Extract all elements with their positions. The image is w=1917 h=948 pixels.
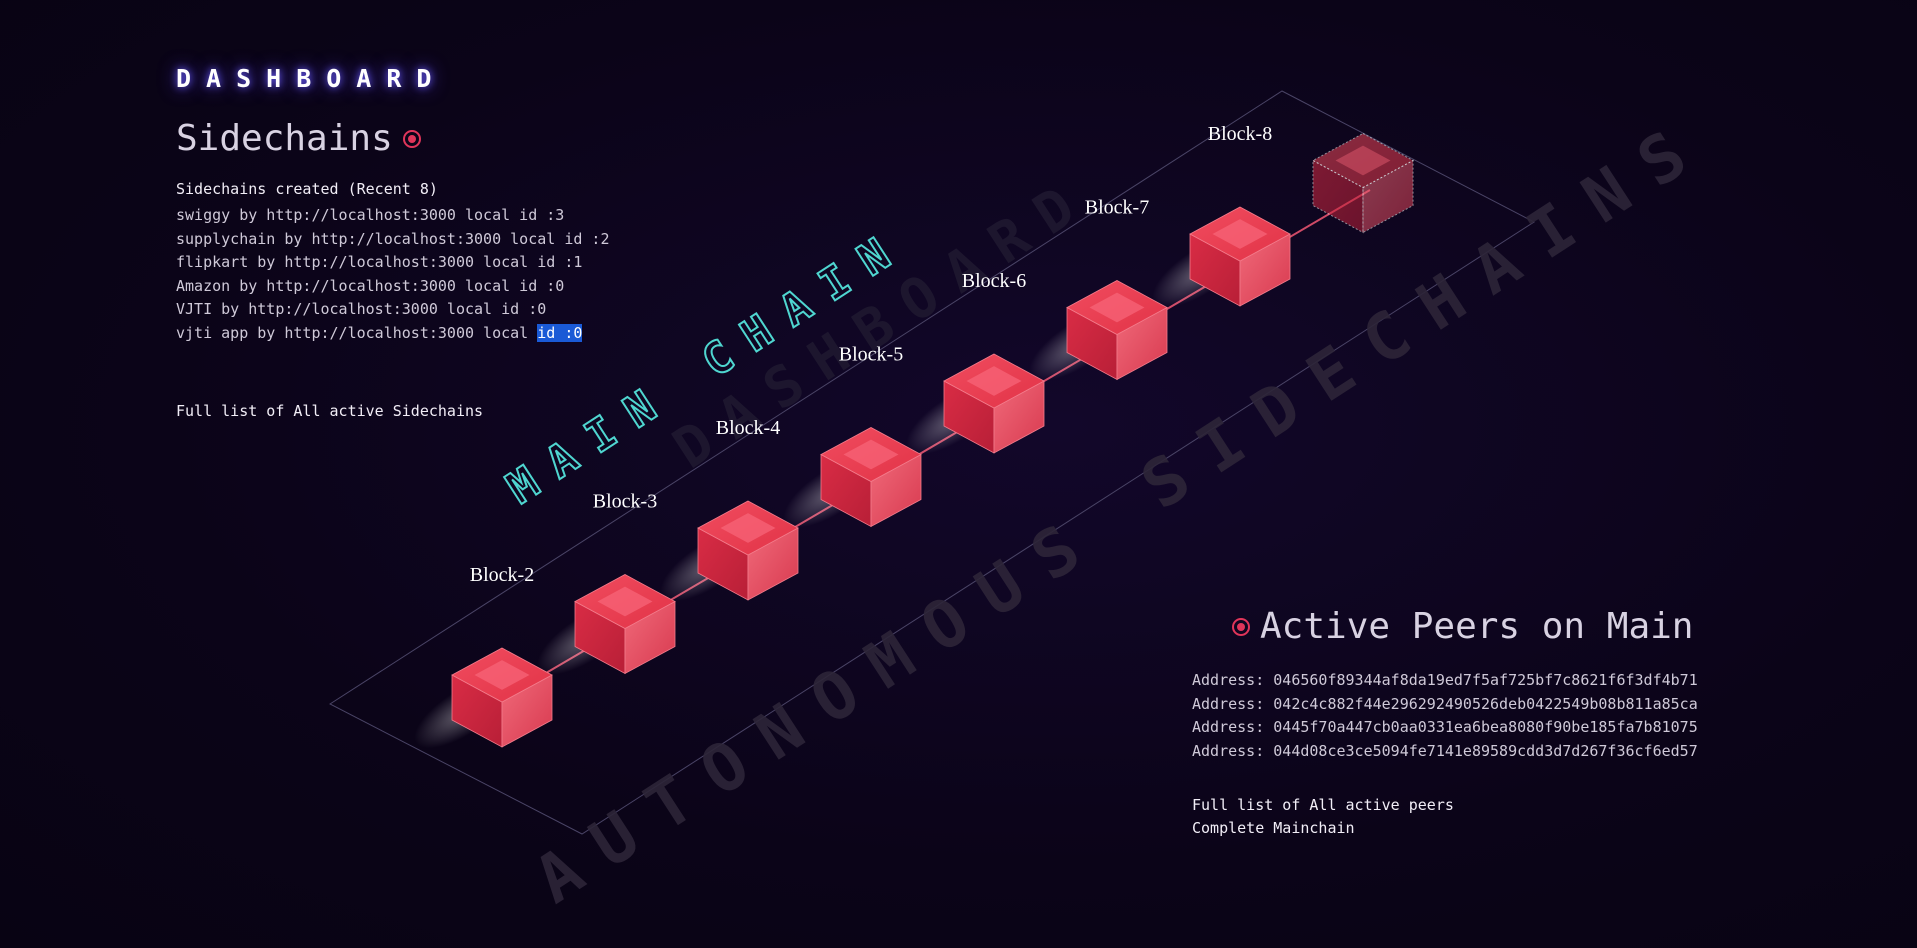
- block-label: Block-5: [839, 344, 903, 366]
- block-inner-face: [474, 660, 530, 690]
- list-item-text: vjti app by http://localhost:3000 local: [176, 323, 538, 342]
- block-inner-face: [1212, 219, 1268, 249]
- block-label: Block-6: [962, 270, 1026, 292]
- block-label: Block-7: [1085, 197, 1149, 219]
- sidechains-heading: Sidechains: [176, 118, 421, 159]
- block-inner-face: [597, 586, 653, 617]
- list-item: swiggy by http://localhost:3000 local id…: [176, 206, 565, 224]
- bg-text-autonomous-sidechains: AUTONOMOUS SIDECHAINS: [522, 102, 1722, 918]
- block-cube: [1029, 280, 1168, 381]
- block-cube: [783, 427, 922, 528]
- block-inner-face: [1335, 145, 1391, 176]
- block-inner-face: [843, 439, 899, 470]
- list-item: Address: 042c4c882f44e296292490526deb042…: [1192, 694, 1698, 713]
- plane-outline: [329, 90, 1535, 835]
- list-item: flipkart by http://localhost:3000 local …: [176, 253, 583, 271]
- list-item: supplychain by http://localhost:3000 loc…: [176, 229, 610, 248]
- block-label: Block-3: [593, 491, 657, 513]
- pending-block-cube: [1311, 132, 1415, 234]
- full-peers-link[interactable]: Full list of All active peers: [1192, 796, 1454, 814]
- record-dot-icon: [1232, 617, 1250, 636]
- sidechains-title: Sidechains: [176, 118, 393, 159]
- block-inner-face: [966, 366, 1022, 396]
- block-inner-face: [720, 513, 776, 543]
- block-right-face: [1362, 159, 1414, 234]
- block-cube: [537, 574, 676, 675]
- record-dot-icon: [402, 129, 421, 148]
- block-label: Block-4: [716, 417, 780, 439]
- block-label: Block-2: [470, 564, 534, 586]
- block-inner-face: [1089, 292, 1145, 323]
- sidechain-list: swiggy by http://localhost:3000 local id…: [176, 204, 609, 345]
- peers-heading: Active Peers on Main: [1232, 606, 1693, 647]
- list-item: VJTI by http://localhost:3000 local id :…: [176, 300, 547, 318]
- list-item: Address: 044d08ce3ce5094fe7141e89589cdd3…: [1192, 741, 1698, 760]
- selected-text: id :0: [537, 323, 583, 342]
- full-sidechains-link[interactable]: Full list of All active Sidechains: [176, 402, 484, 420]
- block-label: Block-8: [1208, 123, 1272, 145]
- list-item: Address: 046560f89344af8da19ed7f5af725bf…: [1192, 671, 1698, 689]
- block-cube: [660, 500, 799, 602]
- dashboard-title: DASHBOARD: [176, 64, 447, 93]
- block-top-face: [1311, 132, 1415, 189]
- complete-mainchain-link[interactable]: Complete Mainchain: [1192, 819, 1355, 837]
- list-item: Address: 0445f70a447cb0aa0331ea6bea8080f…: [1192, 718, 1698, 736]
- list-item: vjti app by http://localhost:3000 local …: [176, 322, 609, 346]
- recent-sidechains-heading: Sidechains created (Recent 8): [176, 180, 438, 198]
- block-cube: [414, 647, 553, 749]
- block-cube: [906, 353, 1045, 455]
- list-item: Amazon by http://localhost:3000 local id…: [176, 276, 565, 295]
- peer-address-list: Address: 046560f89344af8da19ed7f5af725bf…: [1192, 669, 1698, 763]
- block-cube: [1152, 206, 1291, 308]
- peers-title: Active Peers on Main: [1260, 606, 1694, 647]
